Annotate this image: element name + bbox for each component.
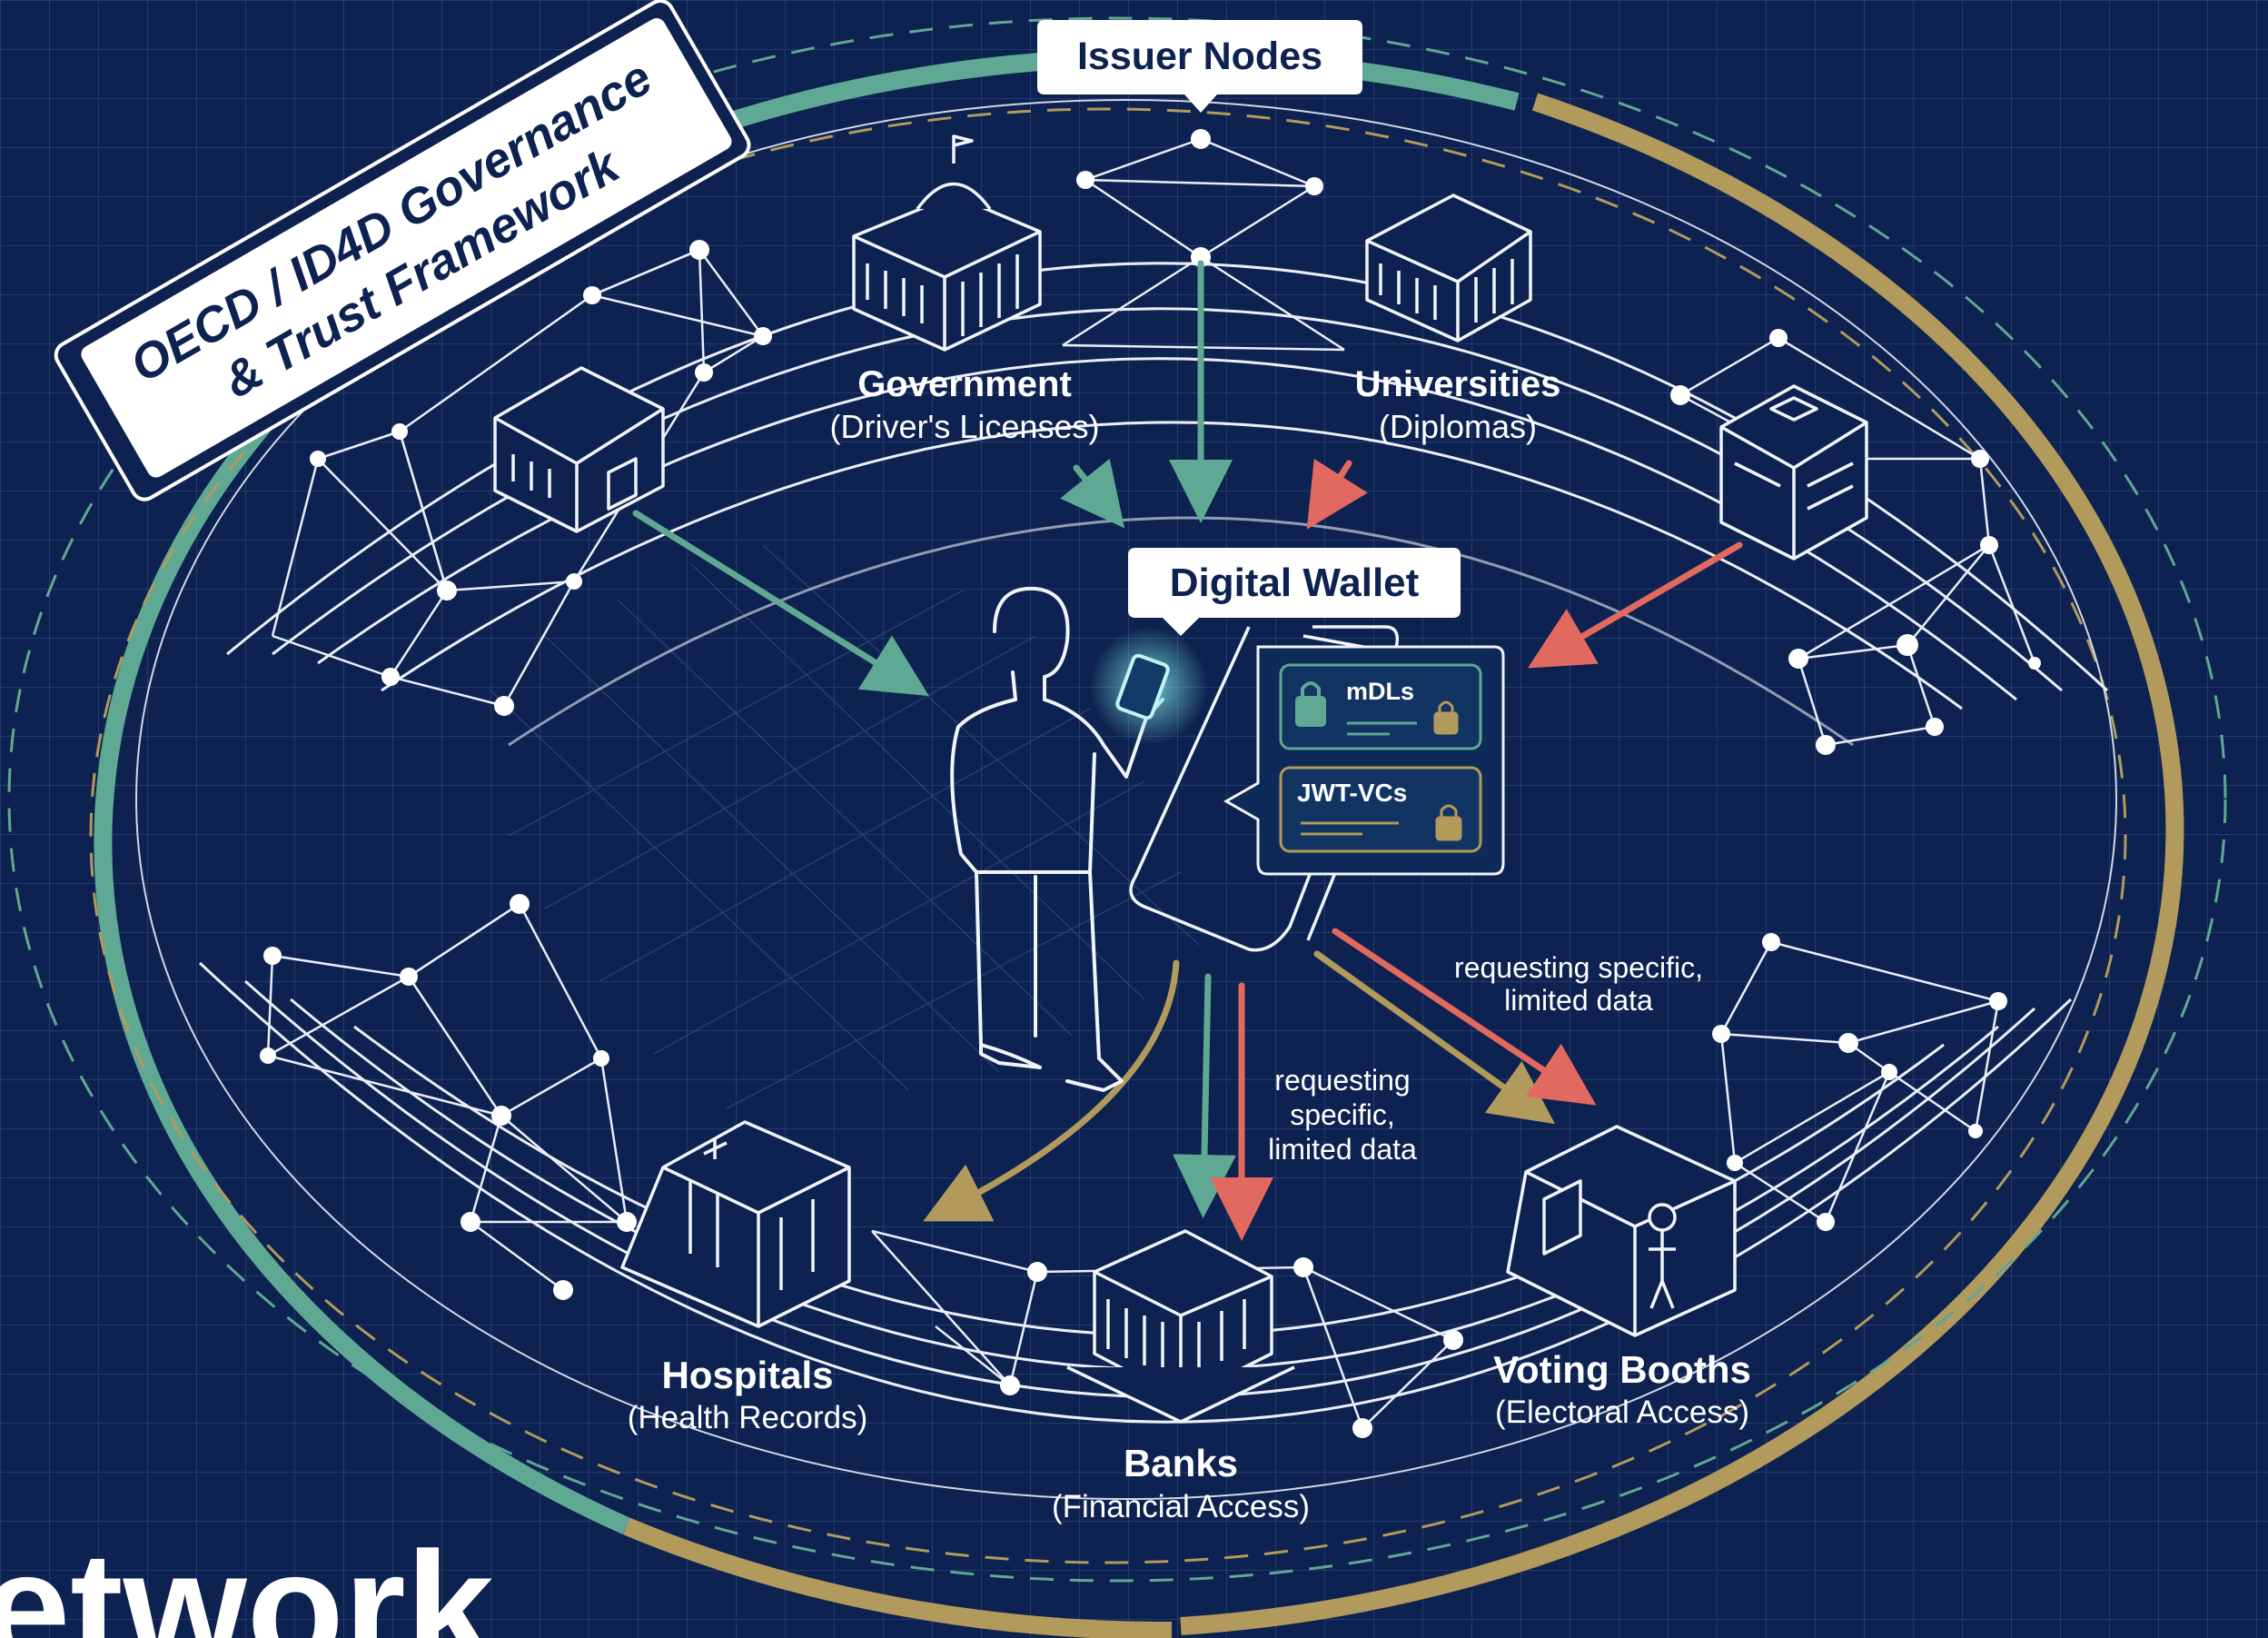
ring-gold-bottom xyxy=(623,1517,1173,1638)
network-nodes-bottom xyxy=(1000,1257,1463,1438)
credential-jwt-vcs-label: JWT-VCs xyxy=(1297,779,1407,807)
network-nodes-top xyxy=(1076,129,1323,267)
ring-dashed-inner xyxy=(89,107,2127,1564)
ring-thin xyxy=(135,99,2117,1500)
handheld-phone-icon xyxy=(1115,653,1170,720)
request-note-bank: requesting specific, limited data xyxy=(1268,1064,1417,1166)
verifier-banks-label: Banks (Financial Access) xyxy=(1052,1442,1310,1524)
wallet-credentials-panel: mDLs JWT-VCs xyxy=(1223,645,1505,876)
arrow-government-to-wallet xyxy=(1060,458,1125,529)
request-note-line: limited data xyxy=(1504,984,1653,1017)
request-note-line: requesting specific, xyxy=(1454,951,1703,984)
issuer-nodes-callout: Issuer Nodes xyxy=(1037,20,1362,113)
issuer-universities-label: Universities (Diplomas) xyxy=(1355,364,1561,445)
arrow-school-to-wallet xyxy=(1527,541,1743,669)
verifier-name: Banks xyxy=(1124,1442,1238,1484)
lock-icon xyxy=(1435,804,1462,841)
verifier-hospitals-label: Hospitals (Health Records) xyxy=(628,1354,868,1435)
school-building-icon xyxy=(1719,384,1868,561)
verifier-voting-booths-label: Voting Booths (Electoral Access) xyxy=(1493,1348,1751,1430)
request-note-voting: requesting specific, limited data xyxy=(1454,951,1703,1017)
request-note-line: specific, xyxy=(1290,1098,1395,1131)
voting-booth-icon xyxy=(1506,1125,1737,1337)
network-nodes-upper-left xyxy=(310,240,772,716)
credential-lines xyxy=(1301,821,1399,836)
verifier-name: Voting Booths xyxy=(1493,1348,1751,1391)
request-note-line: requesting xyxy=(1274,1064,1410,1097)
arrow-voting-request xyxy=(1332,928,1597,1106)
flow-arrows xyxy=(632,260,1743,1241)
arrow-office-to-user xyxy=(632,510,929,697)
office-building-icon xyxy=(493,366,665,533)
capitol-building-icon xyxy=(852,134,1042,352)
footer-title-fragment: etwork xyxy=(0,1520,495,1638)
arrow-university-to-wallet xyxy=(1306,458,1368,530)
issuer-name: Government xyxy=(857,364,1072,404)
credential-lines xyxy=(1347,721,1417,736)
network-nodes-upper-right xyxy=(1670,329,2041,755)
network-nodes-lower-right xyxy=(1712,933,2007,1231)
request-note-line: limited data xyxy=(1268,1133,1417,1166)
university-building-icon xyxy=(1365,194,1532,342)
digital-wallet-label: Digital Wallet xyxy=(1170,561,1420,605)
issuer-government-label: Government (Driver's Licenses) xyxy=(830,364,1100,445)
network-nodes-lower-left xyxy=(260,894,637,1300)
verifier-name: Hospitals xyxy=(661,1354,833,1396)
credential-card-jwt-vcs xyxy=(1279,766,1482,853)
verifier-detail: (Health Records) xyxy=(628,1400,868,1435)
issuer-name: Universities xyxy=(1355,364,1561,404)
outer-rings xyxy=(7,16,2227,1638)
credential-mdls-label: mDLs xyxy=(1346,678,1414,705)
floor-grid xyxy=(490,544,1200,1109)
verifier-detail: (Financial Access) xyxy=(1052,1489,1310,1524)
credential-card-mdls xyxy=(1279,663,1482,750)
issuer-detail: (Diplomas) xyxy=(1379,408,1537,445)
person-figure xyxy=(950,586,1164,1092)
ring-gold-arc xyxy=(1180,93,2184,1635)
arrow-wallet-to-voting xyxy=(1313,950,1556,1125)
lock-icon xyxy=(1433,700,1459,735)
arrow-wallet-to-bank xyxy=(1173,973,1236,1218)
arrow-wallet-to-hospital xyxy=(923,959,1180,1222)
issuer-nodes-label: Issuer Nodes xyxy=(1077,35,1322,78)
bank-icon xyxy=(1066,1229,1295,1424)
ring-dashed-outer xyxy=(7,16,2227,1583)
issuer-detail: (Driver's Licenses) xyxy=(830,408,1100,445)
hospital-icon xyxy=(620,1120,851,1328)
verifier-detail: (Electoral Access) xyxy=(1495,1395,1749,1430)
digital-wallet-callout: Digital Wallet xyxy=(1128,548,1461,636)
lock-icon xyxy=(1295,681,1326,727)
